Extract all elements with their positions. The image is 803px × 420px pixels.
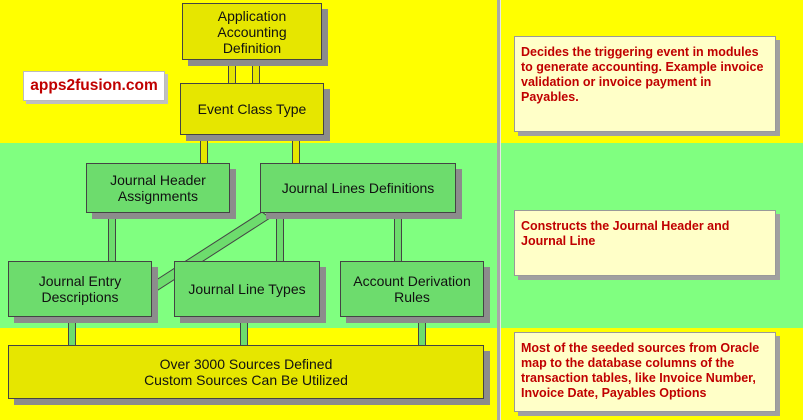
connector-jld-to-jlt (276, 212, 284, 262)
brand-label: apps2fusion.com (23, 71, 165, 101)
connector-adr-to-sources (418, 316, 426, 346)
column-divider (497, 0, 500, 420)
note-seeded-sources: Most of the seeded sources from Oracle m… (514, 332, 776, 412)
box-event-class-type: Event Class Type (180, 83, 324, 135)
connector-jld-to-adr (394, 212, 402, 262)
box-journal-lines-definitions: Journal Lines Definitions (260, 163, 456, 213)
column-divider-highlight (500, 0, 501, 420)
connector-jha-to-jed (108, 212, 116, 262)
connector-ect-to-jha (200, 134, 208, 164)
connector-aad-to-ect-left (228, 59, 236, 84)
connector-jlt-to-sources (240, 316, 248, 346)
connector-ect-to-jld (292, 134, 300, 164)
note-event-triggering: Decides the triggering event in modules … (514, 36, 776, 132)
note-journal-construction: Constructs the Journal Header and Journa… (514, 210, 776, 276)
connector-jed-to-sources (68, 316, 76, 346)
connector-aad-to-ect-right (252, 59, 260, 84)
box-journal-line-types: Journal Line Types (174, 261, 320, 317)
